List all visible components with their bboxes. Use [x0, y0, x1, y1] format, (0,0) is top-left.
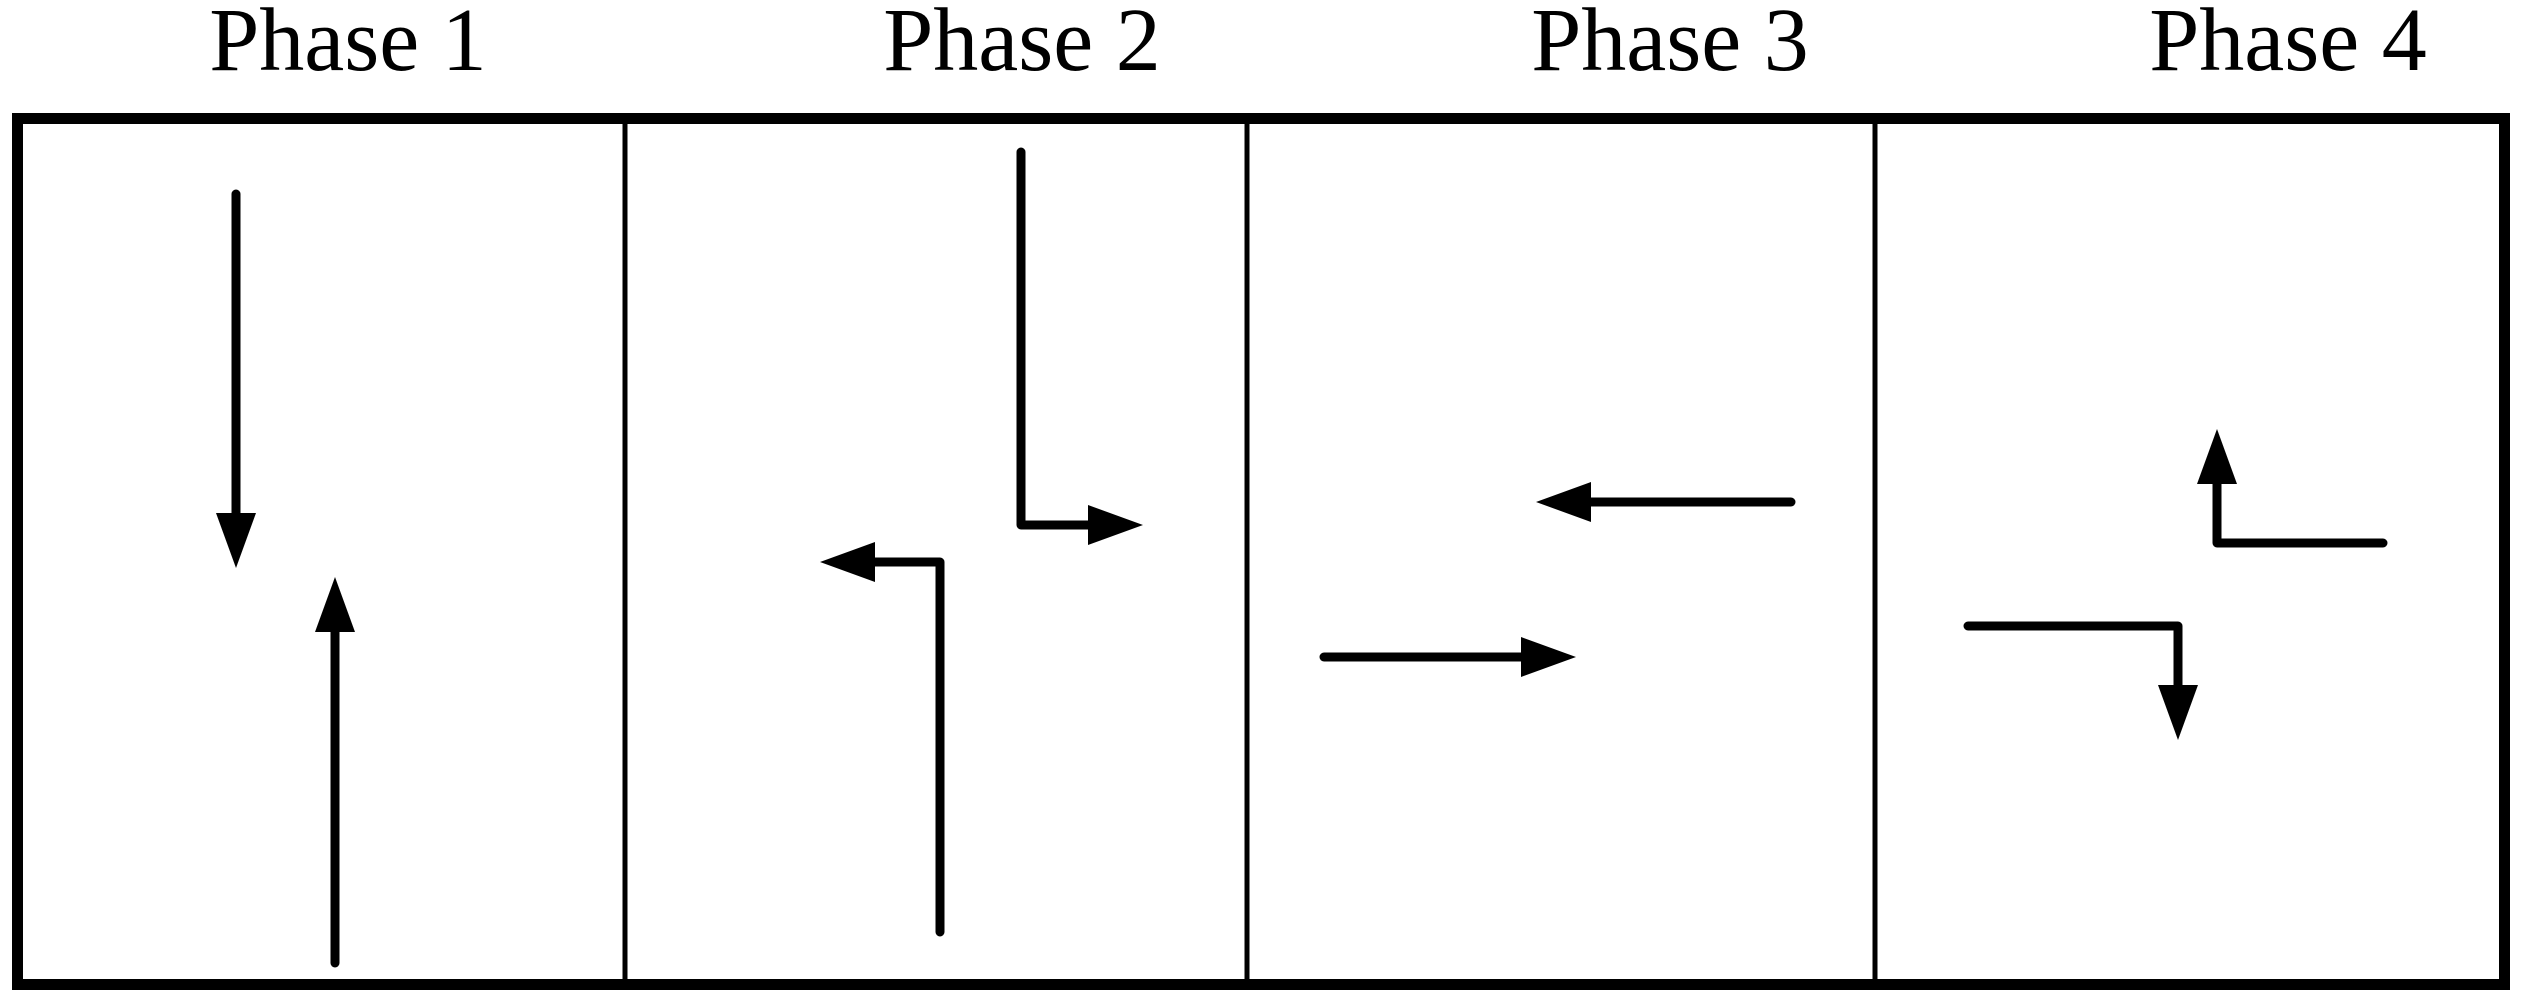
- phase-1-title: Phase 1: [209, 0, 486, 90]
- phase-3-westbound-through-arrow-head: [1536, 482, 1591, 522]
- phase-4-eastbound-left-turn-arrow-head: [2158, 685, 2198, 740]
- phase-4-title: Phase 4: [2149, 0, 2426, 90]
- phase-1-southbound-through-arrow-head: [216, 513, 256, 568]
- titles-layer: Phase 1 Phase 2 Phase 3 Phase 4: [209, 0, 2426, 90]
- phase-2-southbound-left-turn-arrow-shaft: [1016, 147, 1093, 530]
- phase-1-northbound-through-arrow-head: [315, 577, 355, 632]
- frame-layer: [12, 113, 2510, 990]
- phase-2-title: Phase 2: [883, 0, 1160, 90]
- phase-2-northbound-left-turn-arrow-shaft: [870, 557, 945, 937]
- phase-4-westbound-left-turn-arrow-head: [2197, 429, 2237, 484]
- diagram-border: [12, 113, 2510, 990]
- arrows-layer: [216, 147, 2388, 968]
- phase-4-westbound-left-turn-arrow-shaft: [2212, 479, 2388, 548]
- phase-3-eastbound-through-arrow-head: [1521, 637, 1576, 677]
- phase-4-eastbound-left-turn-arrow-shaft: [1963, 621, 2183, 690]
- phase-2-northbound-left-turn-arrow-head: [820, 542, 875, 582]
- phase-2-southbound-left-turn-arrow-head: [1088, 505, 1143, 545]
- phase-3-title: Phase 3: [1531, 0, 1808, 90]
